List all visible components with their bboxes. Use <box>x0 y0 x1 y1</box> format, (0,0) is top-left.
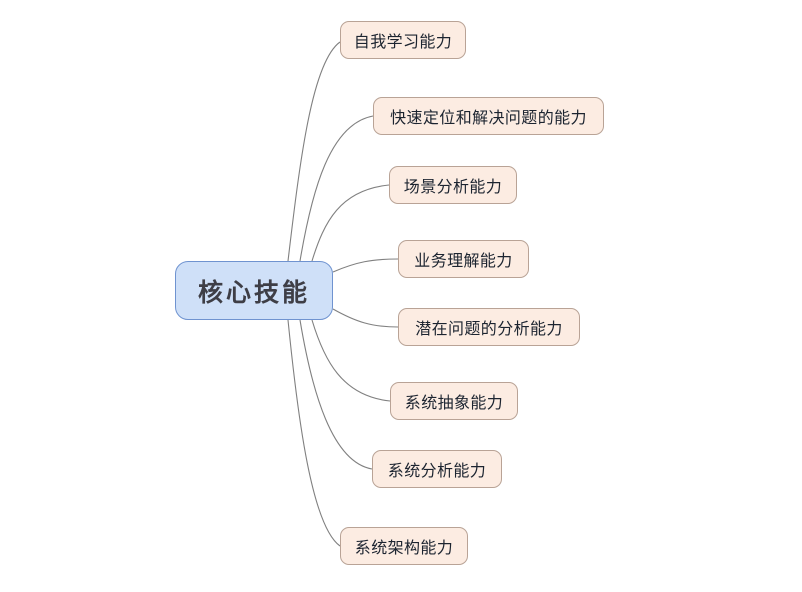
leaf-node[interactable]: 系统抽象能力 <box>390 382 518 420</box>
leaf-node[interactable]: 系统分析能力 <box>372 450 502 488</box>
leaf-node[interactable]: 场景分析能力 <box>389 166 517 204</box>
branch-connector <box>311 319 391 402</box>
branch-connector <box>332 258 399 273</box>
leaf-node-label: 系统分析能力 <box>387 463 487 480</box>
branch-connector <box>299 319 373 470</box>
leaf-node[interactable]: 业务理解能力 <box>398 240 529 278</box>
leaf-node[interactable]: 快速定位和解决问题的能力 <box>373 97 604 135</box>
root-node-label: 核心技能 <box>197 278 310 307</box>
branch-connector <box>311 184 390 262</box>
branch-connector <box>287 319 341 547</box>
leaf-node-label: 系统架构能力 <box>354 540 454 557</box>
leaf-node-label: 业务理解能力 <box>414 253 513 270</box>
leaf-node[interactable]: 系统架构能力 <box>340 527 468 565</box>
leaf-node[interactable]: 潜在问题的分析能力 <box>398 308 580 346</box>
leaf-node-label: 自我学习能力 <box>353 34 453 51</box>
branch-connector <box>332 308 399 328</box>
leaf-node-label: 快速定位和解决问题的能力 <box>390 110 587 127</box>
branch-connector <box>299 115 374 262</box>
leaf-node-label: 系统抽象能力 <box>404 395 504 412</box>
leaf-node-label: 场景分析能力 <box>403 179 503 196</box>
leaf-node-label: 潜在问题的分析能力 <box>415 321 563 338</box>
branch-connector <box>287 41 341 262</box>
leaf-node[interactable]: 自我学习能力 <box>340 21 466 59</box>
root-node-core-skills[interactable]: 核心技能 <box>175 261 333 320</box>
